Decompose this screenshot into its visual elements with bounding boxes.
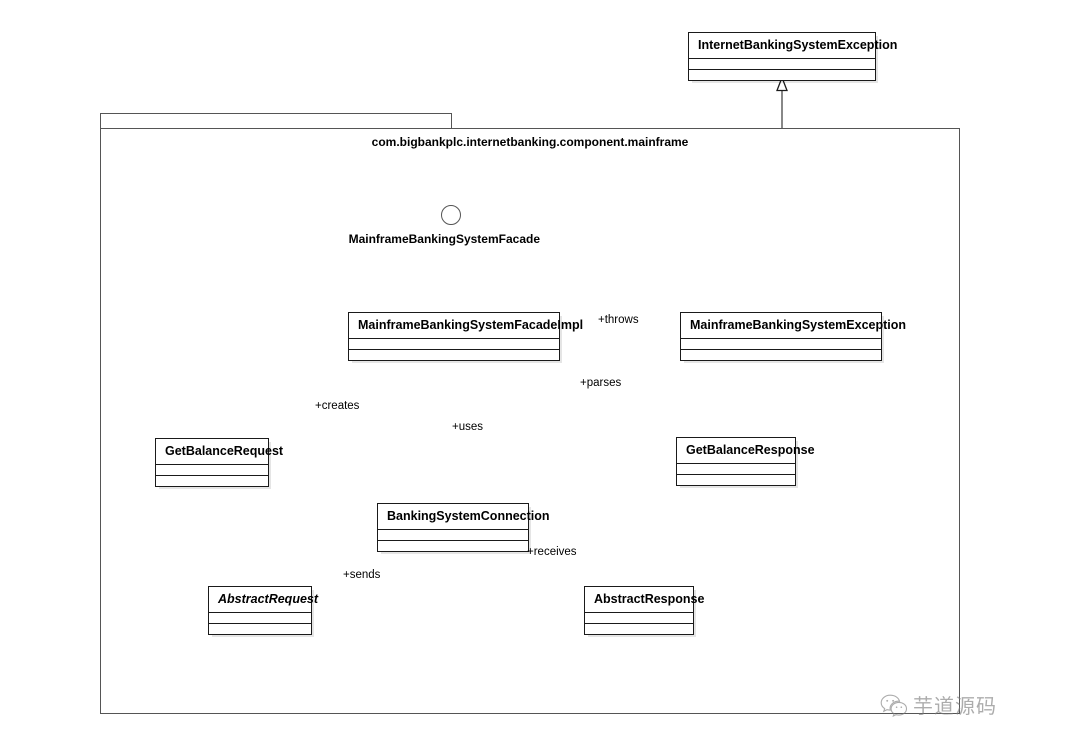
interface-lollipop-icon xyxy=(441,205,461,225)
package-label: com.bigbankplc.internetbanking.component… xyxy=(371,135,689,149)
edge-label-sends: +sends xyxy=(343,569,381,581)
class-box-abstract-request[interactable]: AbstractRequest xyxy=(208,586,318,635)
class-box-internet-banking-system-exception[interactable]: InternetBankingSystemException xyxy=(688,32,897,81)
class-operations-compartment xyxy=(349,350,559,360)
class-attributes-compartment xyxy=(689,59,875,70)
class-box-mainframe-banking-system-facade-impl[interactable]: MainframeBankingSystemFacadeImpl xyxy=(348,312,583,361)
class-box-get-balance-request[interactable]: GetBalanceRequest xyxy=(155,438,283,487)
class-operations-compartment xyxy=(209,624,311,634)
package-tab xyxy=(100,113,452,129)
class-name: GetBalanceResponse xyxy=(677,438,815,464)
class-attributes-compartment xyxy=(378,530,528,541)
edge-label-receives: +receives xyxy=(527,546,577,558)
edge-label-uses: +uses xyxy=(452,421,484,433)
wechat-icon xyxy=(880,694,908,717)
class-operations-compartment xyxy=(677,475,795,485)
interface-label: MainframeBankingSystemFacade xyxy=(348,232,540,246)
watermark: 芋道源码 xyxy=(880,690,997,719)
class-attributes-compartment xyxy=(677,464,795,475)
class-name: MainframeBankingSystemFacadeImpl xyxy=(349,313,583,339)
class-attributes-compartment xyxy=(156,465,268,476)
class-attributes-compartment xyxy=(681,339,881,350)
class-name: GetBalanceRequest xyxy=(156,439,283,465)
class-name: InternetBankingSystemException xyxy=(689,33,897,59)
class-name: AbstractRequest xyxy=(209,587,318,613)
class-name: MainframeBankingSystemException xyxy=(681,313,906,339)
class-name: AbstractResponse xyxy=(585,587,704,613)
class-operations-compartment xyxy=(378,541,528,551)
edge-label-parses: +parses xyxy=(580,377,622,389)
class-operations-compartment xyxy=(681,350,881,360)
class-operations-compartment xyxy=(585,624,693,634)
class-box-banking-system-connection[interactable]: BankingSystemConnection xyxy=(377,503,550,552)
edge-label-throws: +throws xyxy=(598,314,639,326)
class-operations-compartment xyxy=(689,70,875,80)
class-box-mainframe-banking-system-exception[interactable]: MainframeBankingSystemException xyxy=(680,312,906,361)
watermark-text: 芋道源码 xyxy=(913,694,997,718)
class-box-abstract-response[interactable]: AbstractResponse xyxy=(584,586,704,635)
class-attributes-compartment xyxy=(209,613,311,624)
class-name: BankingSystemConnection xyxy=(378,504,550,530)
edge-label-creates: +creates xyxy=(315,400,360,412)
class-attributes-compartment xyxy=(585,613,693,624)
class-attributes-compartment xyxy=(349,339,559,350)
class-operations-compartment xyxy=(156,476,268,486)
class-box-get-balance-response[interactable]: GetBalanceResponse xyxy=(676,437,815,486)
